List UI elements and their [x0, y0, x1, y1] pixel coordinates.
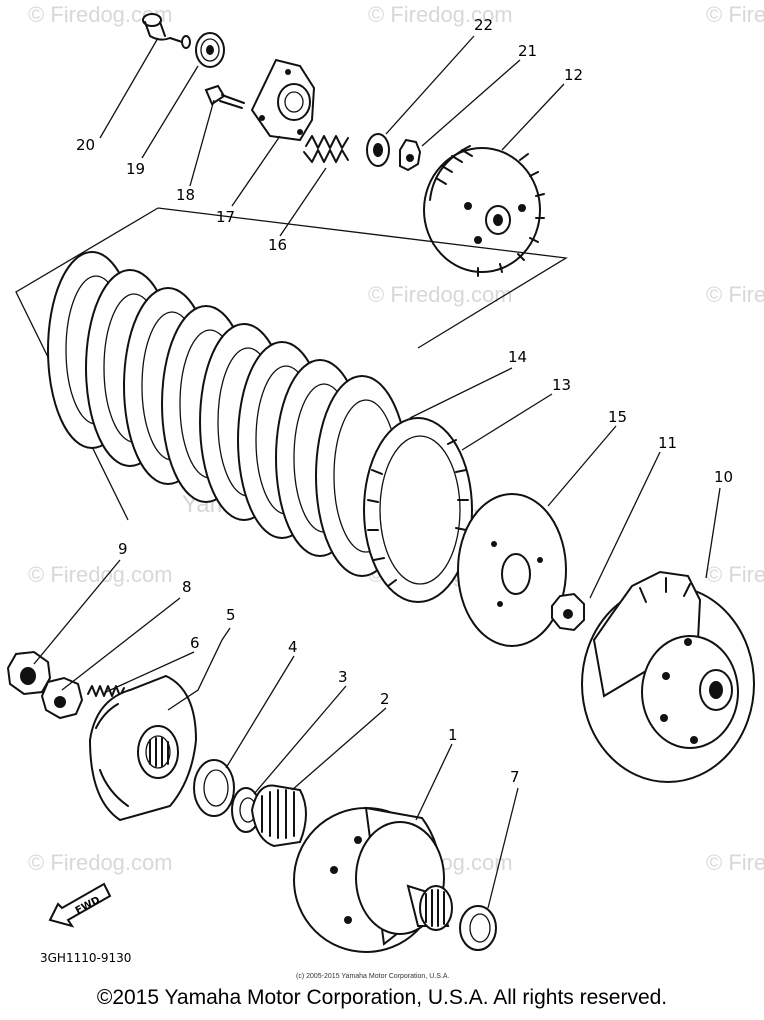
callout-10: 10 — [714, 468, 733, 486]
watermark-mid-right: © Firedog.com — [706, 562, 764, 587]
part-16-spring — [303, 135, 349, 163]
clutch-plate-stack — [47, 251, 409, 577]
callout-9: 9 — [118, 540, 128, 558]
callout-17: 17 — [216, 208, 235, 226]
part-15-plate — [457, 493, 567, 647]
part-2-needle-bearing — [250, 784, 307, 848]
callout-4: 4 — [288, 638, 298, 656]
small-copyright: (c) 2005-2015 Yamaha Motor Corporation, … — [296, 973, 449, 980]
part-18-bolt — [204, 84, 245, 109]
watermark-upper-center: © Firedog.com — [368, 282, 513, 307]
leader-lines-middle — [409, 367, 721, 599]
callout-13: 13 — [552, 376, 571, 394]
callout-22: 22 — [474, 16, 493, 34]
part-19-bearing — [195, 32, 225, 68]
callout-2: 2 — [380, 690, 390, 708]
part-22-nut — [366, 133, 390, 167]
part-9-nut — [6, 650, 52, 696]
watermark-low-left: © Firedog.com — [28, 850, 173, 875]
leader-lines-lower — [33, 559, 519, 909]
callout-6: 6 — [190, 634, 200, 652]
callout-14: 14 — [508, 348, 527, 366]
watermark-upper-right: © Firedog.com — [706, 282, 764, 307]
part-17-pressure-plate — [250, 58, 316, 142]
callout-16: 16 — [268, 236, 287, 254]
callout-11: 11 — [658, 434, 677, 452]
callout-19: 19 — [126, 160, 145, 178]
callout-3: 3 — [338, 668, 348, 686]
part-7-washer — [459, 905, 497, 951]
fwd-arrow-icon: FWD — [48, 882, 112, 928]
diagram-code: 3GH1110-9130 — [40, 951, 131, 965]
part-11-thrust-washer — [551, 592, 585, 632]
callout-numbers: 1 2 3 4 5 6 7 8 9 10 11 12 13 14 15 16 1… — [76, 16, 733, 786]
part-12-clutch-boss — [423, 145, 545, 277]
callout-1: 1 — [448, 726, 458, 744]
part-5-shoe-assembly — [88, 674, 198, 822]
callout-20: 20 — [76, 136, 95, 154]
part-6-spring — [87, 685, 125, 697]
part-20-pushrod-pin — [142, 13, 191, 49]
callout-15: 15 — [608, 408, 627, 426]
callout-5: 5 — [226, 606, 236, 624]
part-8-lock-washer — [40, 676, 84, 720]
part-1-clutch-drum — [293, 806, 453, 953]
part-21-lock-washer — [399, 138, 422, 172]
callout-12: 12 — [564, 66, 583, 84]
footer-copyright: ©2015 Yamaha Motor Corporation, U.S.A. A… — [96, 986, 668, 1009]
part-10-clutch-housing — [581, 570, 755, 783]
leader-lines-top — [99, 35, 565, 237]
part-13-friction-ring — [363, 417, 473, 603]
callout-8: 8 — [182, 578, 192, 596]
part-4-washer — [193, 759, 235, 817]
watermark-top-right: © Firedog.com — [706, 2, 764, 27]
watermark-low-right: © Firedog.com — [706, 850, 764, 875]
callout-7: 7 — [510, 768, 520, 786]
callout-21: 21 — [518, 42, 537, 60]
watermark-top-center: © Firedog.com — [368, 2, 513, 27]
callout-18: 18 — [176, 186, 195, 204]
